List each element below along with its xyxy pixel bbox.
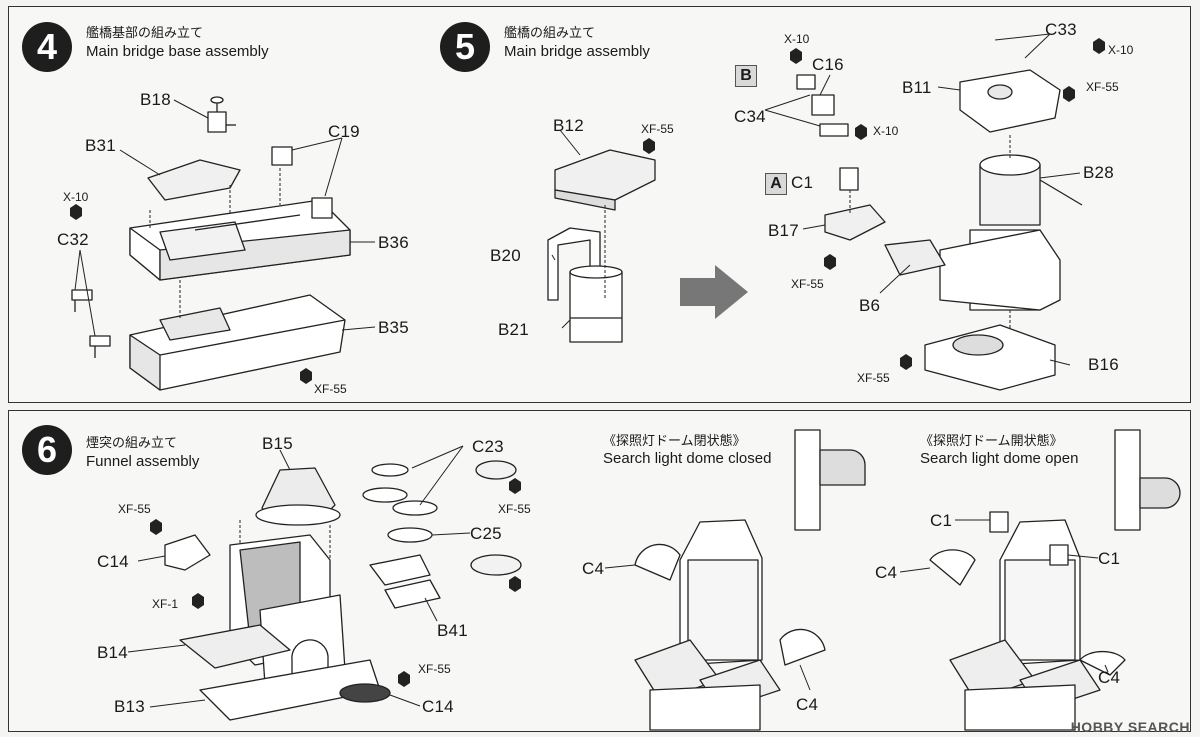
callout-c32: C32 — [57, 230, 89, 249]
callout-xf55: XF-55 — [314, 382, 347, 396]
callout-b15: B15 — [262, 434, 293, 453]
callout-xf55: XF-55 — [498, 502, 531, 516]
callout-c19: C19 — [328, 122, 360, 141]
callout-c14: C14 — [422, 697, 454, 716]
callout-x10: X-10 — [873, 124, 899, 138]
callout-b6: B6 — [859, 296, 881, 315]
callout-xf55: XF-55 — [641, 122, 674, 136]
callout-b21: B21 — [498, 320, 529, 339]
funnel-closed-drawing — [634, 429, 866, 731]
callout-b16: B16 — [1088, 355, 1119, 374]
callout-c23: C23 — [472, 437, 504, 456]
callout-b20: B20 — [490, 246, 521, 265]
c32-parts — [71, 289, 111, 358]
step-6-title-en: Funnel assembly — [86, 453, 200, 470]
b36-part — [129, 199, 351, 281]
callout-c4: C4 — [1098, 668, 1121, 687]
direction-arrow — [680, 265, 748, 319]
hex-marker — [790, 48, 802, 64]
callout-b17: B17 — [768, 221, 799, 240]
callout-b12: B12 — [553, 116, 584, 135]
step-5-number: 5 — [440, 22, 490, 72]
hex-marker — [398, 671, 410, 687]
callout-b28: B28 — [1083, 163, 1114, 182]
hex-marker — [70, 204, 82, 220]
step-5-title-en: Main bridge assembly — [504, 43, 650, 60]
callout-c4: C4 — [875, 563, 898, 582]
callout-b18: B18 — [140, 90, 171, 109]
callout-xf55: XF-55 — [791, 277, 824, 291]
b16-part — [924, 324, 1056, 391]
hex-marker — [300, 368, 312, 384]
callout-b35: B35 — [378, 318, 409, 337]
step-5-title-jp: 艦橋の組み立て — [504, 26, 596, 41]
callout-xf55: XF-55 — [857, 371, 890, 385]
hex-marker — [824, 254, 836, 270]
b35-part — [129, 294, 346, 391]
callout-xf1: XF-1 — [152, 597, 179, 611]
b31-part — [147, 159, 241, 201]
hex-marker — [643, 138, 655, 154]
hex-marker — [509, 478, 521, 494]
c1-part — [839, 167, 859, 191]
callout-b14: B14 — [97, 643, 128, 662]
funnel-open-drawing — [929, 429, 1181, 731]
hex-marker — [855, 124, 867, 140]
hex-marker — [900, 354, 912, 370]
open-note-jp: 《探照灯ドーム開状態》 — [920, 434, 1063, 449]
callout-b11: B11 — [902, 78, 932, 97]
hex-marker — [150, 519, 162, 535]
callout-b41: B41 — [437, 621, 468, 640]
callout-x10: X-10 — [784, 32, 810, 46]
callout-c4: C4 — [796, 695, 819, 714]
hex-marker — [192, 593, 204, 609]
closed-note-jp: 《探照灯ドーム閉状態》 — [603, 434, 746, 449]
subassembly-b-marker: B — [735, 65, 757, 87]
callout-x10: X-10 — [1108, 43, 1134, 57]
tower-main — [884, 229, 1061, 311]
watermark: HOBBY SEARCH — [1070, 719, 1190, 735]
step-6-title-jp: 煙突の組み立て — [86, 436, 178, 451]
callout-b13: B13 — [114, 697, 145, 716]
callout-xf55: XF-55 — [418, 662, 451, 676]
callout-c1: C1 — [1098, 549, 1121, 568]
callout-c34: C34 — [734, 107, 766, 126]
b18-part — [207, 96, 236, 133]
callout-b36: B36 — [378, 233, 409, 252]
hex-marker — [509, 576, 521, 592]
step-4-title-jp: 艦橋基部の組み立て — [86, 26, 204, 41]
b17-part — [824, 204, 886, 241]
c19-part-b — [311, 197, 333, 219]
subassembly-a-marker: A — [765, 173, 787, 195]
callout-c25: C25 — [470, 524, 502, 543]
callout-c16: C16 — [812, 55, 844, 74]
callout-c1: C1 — [930, 511, 953, 530]
b15-part — [255, 467, 341, 526]
hex-marker — [1093, 38, 1105, 54]
b11-part — [959, 69, 1061, 133]
step-4-number: 4 — [22, 22, 72, 72]
callout-x10: X-10 — [63, 190, 89, 204]
callout-xf55: XF-55 — [118, 502, 151, 516]
c14-parts — [164, 534, 391, 703]
callout-c14: C14 — [97, 552, 129, 571]
c23-c25-parts — [362, 460, 522, 609]
b21-part — [569, 265, 623, 343]
callout-c4: C4 — [582, 559, 605, 578]
b28-part — [979, 154, 1083, 226]
closed-note-en: Search light dome closed — [603, 450, 772, 467]
callout-b31: B31 — [85, 136, 116, 155]
step-6-number: 6 — [22, 425, 72, 475]
callout-xf55: XF-55 — [1086, 80, 1119, 94]
c34-c16-parts — [796, 74, 849, 137]
hex-marker — [1063, 86, 1075, 102]
b14-b13-parts — [179, 534, 381, 721]
callout-c1: C1 — [791, 173, 814, 192]
step-4-title-en: Main bridge base assembly — [86, 43, 269, 60]
c19-part-a — [271, 146, 293, 166]
callout-c33: C33 — [1045, 20, 1077, 39]
open-note-en: Search light dome open — [920, 450, 1079, 467]
